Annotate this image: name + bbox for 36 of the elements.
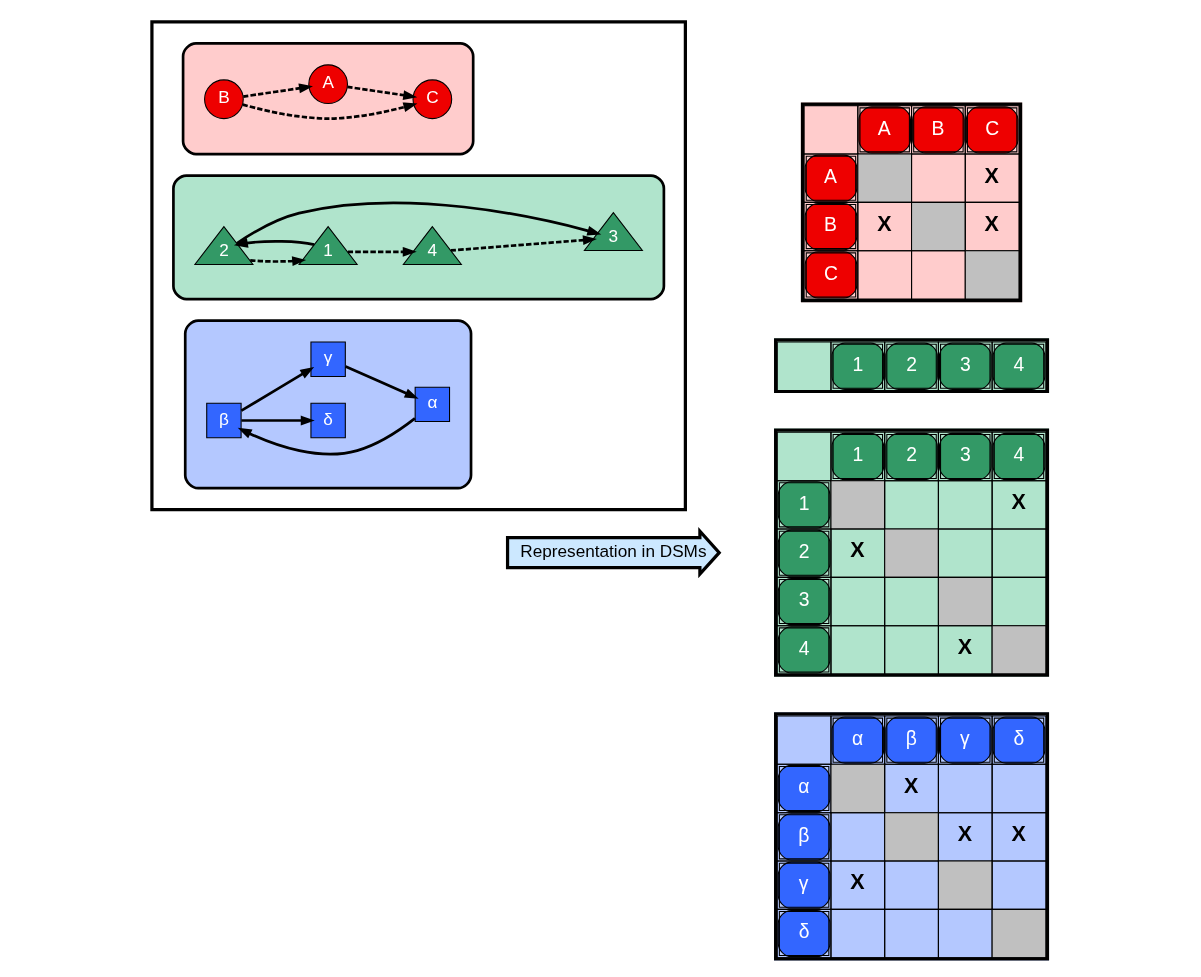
label: 3 xyxy=(959,353,971,375)
label: B xyxy=(823,213,837,235)
label: X xyxy=(1011,821,1026,846)
label: β xyxy=(798,824,810,846)
label: 3 xyxy=(959,443,971,465)
label: C xyxy=(985,117,1000,139)
label: B xyxy=(931,117,945,139)
label: A xyxy=(823,165,837,187)
label: X xyxy=(850,537,865,562)
label: 4 xyxy=(1013,443,1025,465)
label: α xyxy=(851,727,864,749)
label: C xyxy=(823,262,838,284)
label: 1 xyxy=(852,353,864,375)
label: 3 xyxy=(798,588,810,610)
label: A xyxy=(877,117,891,139)
label: 2 xyxy=(798,540,810,562)
label: 2 xyxy=(906,353,917,375)
label: X xyxy=(1011,489,1026,514)
label: X xyxy=(957,821,973,846)
label: X xyxy=(984,163,999,188)
label: 4 xyxy=(798,637,810,659)
label: X xyxy=(877,211,892,236)
label: γ xyxy=(798,872,809,894)
label: 2 xyxy=(906,443,917,465)
label: X xyxy=(850,869,865,894)
label: 4 xyxy=(1013,353,1025,375)
label: X xyxy=(957,634,973,659)
label: β xyxy=(905,727,917,749)
label: X xyxy=(904,773,919,798)
label: α xyxy=(798,775,810,797)
label: γ xyxy=(959,727,970,749)
label: 1 xyxy=(852,443,864,465)
label: δ xyxy=(1013,727,1025,749)
label: δ xyxy=(798,920,810,942)
label: X xyxy=(984,211,999,236)
label: 1 xyxy=(798,492,810,514)
